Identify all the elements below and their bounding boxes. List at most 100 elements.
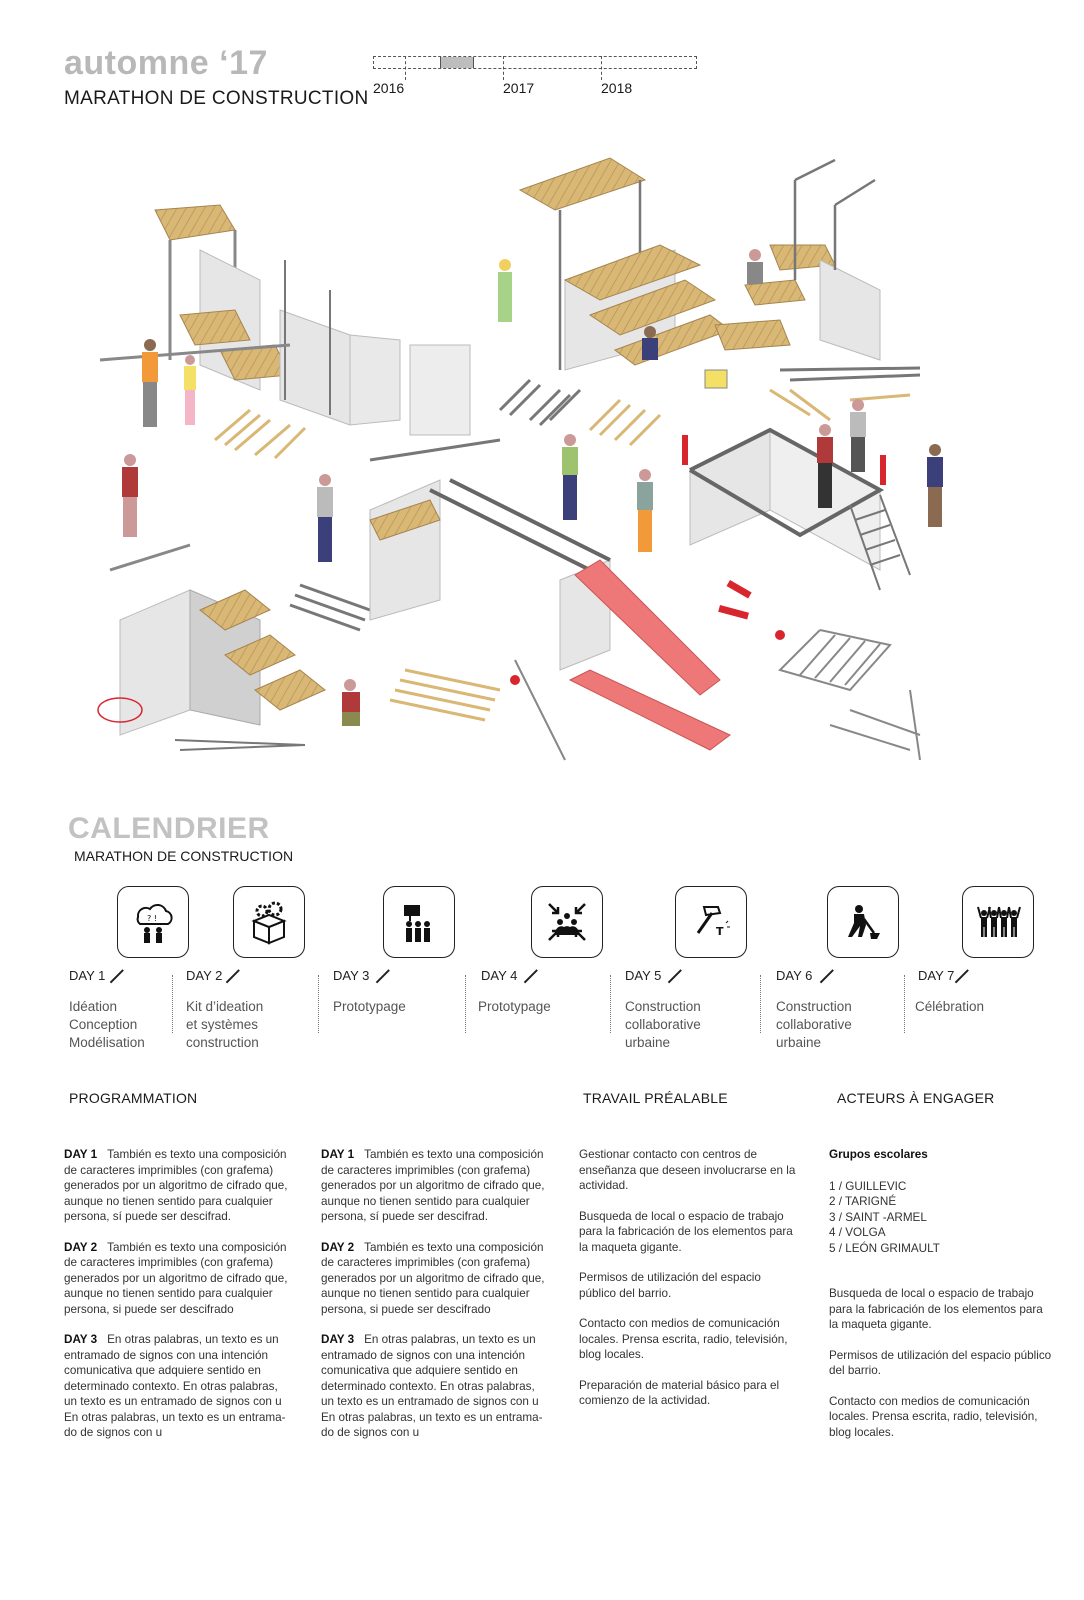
day1-line: Idéation <box>69 999 118 1014</box>
day4-line: Prototypage <box>478 999 551 1014</box>
worker-shovel-icon <box>848 905 880 939</box>
construction-scene-illustration <box>97 157 943 761</box>
structure-top-left <box>99 204 471 436</box>
day1-label: DAY 1 <box>69 968 106 983</box>
program-text: También es texto una composición de cara… <box>64 1240 288 1316</box>
school-item: 5 / LEÓN GRIMAULT <box>829 1241 940 1255</box>
day5-icon-bubble: T <box>675 886 747 958</box>
structure-bleachers <box>518 157 881 371</box>
day2-description: Kit d’ideation et systèmes construction <box>186 998 263 1052</box>
tools <box>510 369 785 685</box>
structure-bottom-left <box>97 543 326 751</box>
day-separator <box>610 975 611 1033</box>
programmation-heading: PROGRAMMATION <box>69 1090 198 1106</box>
timeline-year-2017: 2017 <box>503 80 535 96</box>
day7-line: Célébration <box>915 999 985 1014</box>
acteurs-note: Permisos de utilización del espacio públ… <box>829 1348 1052 1378</box>
schools-title: Grupos escolares <box>829 1148 928 1161</box>
person <box>642 326 658 360</box>
timeline-highlight <box>440 57 474 68</box>
acteurs-column: Grupos escolares 1 / GUILLEVIC 2 / TARIG… <box>829 1147 1054 1455</box>
season-title: automne ‘17 <box>64 44 268 82</box>
day1-line: Modélisation <box>69 1035 145 1050</box>
travail-item: Busqueda de local o espacio de trabajo p… <box>579 1209 793 1254</box>
program-text: También es texto una composición de cara… <box>64 1148 288 1223</box>
timeline-tick-2017 <box>503 56 504 80</box>
program-day: DAY 3 <box>64 1333 98 1346</box>
day2-line: construction <box>186 1035 259 1050</box>
day5-line: collaborative <box>625 1017 701 1032</box>
day2-line: et systèmes <box>186 1017 259 1032</box>
day5-line: urbaine <box>625 1035 671 1050</box>
day6-line: Construction <box>776 999 852 1014</box>
day7-description: Célébration <box>915 998 984 1016</box>
timeline-tick-2016 <box>405 56 406 80</box>
person <box>927 444 943 527</box>
program-day: DAY 3 <box>321 1333 355 1346</box>
travail-item: Gestionar contacto con centros de enseña… <box>579 1148 796 1192</box>
timeline-year-2016: 2016 <box>373 80 405 96</box>
person <box>562 434 578 520</box>
day3-icon-bubble <box>383 886 455 958</box>
program-text: También es texto una composición de cara… <box>321 1148 545 1223</box>
hammer-icon: T <box>696 906 730 938</box>
person <box>184 355 196 425</box>
presentation-icon <box>404 905 430 942</box>
day1-description: Idéation Conception Modélisation <box>69 998 145 1052</box>
timeline-tick-2018 <box>601 56 602 80</box>
school-item: 1 / GUILLEVIC <box>829 1179 907 1193</box>
people-figures <box>122 249 943 726</box>
day6-icon-bubble <box>827 886 899 958</box>
person <box>122 454 138 537</box>
timeline-year-2018: 2018 <box>601 80 633 96</box>
team-converge-icon <box>548 903 586 941</box>
day6-label: DAY 6 <box>776 968 813 983</box>
acteurs-heading: ACTEURS À ENGAGER <box>837 1090 995 1106</box>
program-day: DAY 2 <box>321 1240 355 1254</box>
program-day: DAY 2 <box>64 1240 98 1254</box>
person <box>342 679 360 726</box>
day-separator <box>465 975 466 1033</box>
day3-description: Prototypage <box>333 998 406 1016</box>
person <box>817 424 833 508</box>
travail-column: Gestionar contacto con centros de enseña… <box>579 1147 799 1424</box>
project-title: MARATHON DE CONSTRUCTION <box>64 88 369 109</box>
program-text: En otras palabras, un texto es un entram… <box>64 1333 286 1439</box>
day5-label: DAY 5 <box>625 968 662 983</box>
day1-line: Conception <box>69 1017 138 1032</box>
day2-line: Kit d’ideation <box>186 999 264 1014</box>
day2-icon-bubble <box>233 886 305 958</box>
day2-label: DAY 2 <box>186 968 223 983</box>
day-separator <box>760 975 761 1033</box>
person <box>142 339 158 427</box>
day-separator <box>318 975 319 1033</box>
day3-label: DAY 3 <box>333 968 370 983</box>
day4-icon-bubble <box>531 886 603 958</box>
person <box>498 259 512 322</box>
school-item: 2 / TARIGNÉ <box>829 1195 897 1208</box>
day6-line: urbaine <box>776 1035 822 1050</box>
person <box>747 249 763 284</box>
day5-description: Construction collaborative urbaine <box>625 998 701 1052</box>
day6-line: collaborative <box>776 1017 852 1032</box>
person <box>317 474 333 562</box>
day3-line: Prototypage <box>333 999 406 1014</box>
structure-platform-box <box>682 427 911 591</box>
program-text: En otras palabras, un texto es un entram… <box>321 1333 543 1439</box>
ideation-icon: ? ! <box>136 904 173 943</box>
travail-heading: TRAVAIL PRÉALABLE <box>583 1090 728 1106</box>
scrap-railing <box>514 629 921 761</box>
timeline-bar <box>373 56 697 69</box>
school-item: 3 / SAINT -ARMEL <box>829 1210 927 1224</box>
day-separator <box>172 975 173 1033</box>
day1-icon-bubble: ? ! <box>117 886 189 958</box>
calendar-title: CALENDRIER <box>68 812 270 845</box>
day4-label: DAY 4 <box>481 968 518 983</box>
calendar-subtitle: MARATHON DE CONSTRUCTION <box>74 848 294 864</box>
schools-list: 1 / GUILLEVIC 2 / TARIGNÉ 3 / SAINT -ARM… <box>829 1179 1054 1257</box>
